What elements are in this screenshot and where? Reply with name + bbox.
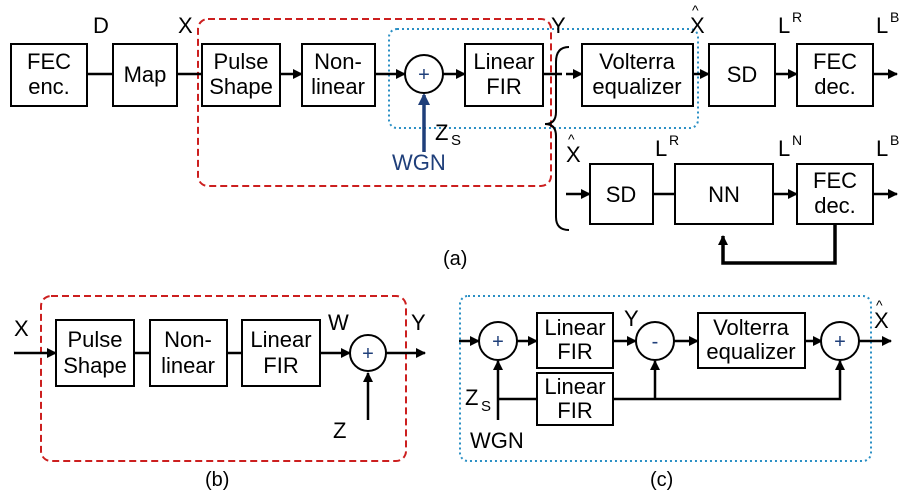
adder-a — [404, 54, 444, 94]
adder-c-output-plus: + — [834, 331, 846, 353]
signal-xhat-label-bottom: X — [566, 142, 581, 167]
adder-c-output — [820, 321, 860, 361]
nonlinear-label-2: linear — [311, 74, 365, 99]
hat-icon: ^ — [876, 297, 883, 313]
nonlinear-b-label-1: Non- — [164, 327, 212, 352]
linear-fir-label-2: FIR — [486, 74, 521, 99]
signal-y-label: Y — [551, 13, 566, 38]
wgn-label-c: WGN — [470, 428, 524, 453]
pulse-shape-b-label-2: Shape — [63, 353, 127, 378]
blue-dotted-region-a — [388, 28, 699, 129]
linear-fir-block-c-bottom — [536, 372, 614, 426]
sd-block-a-bottom — [589, 163, 654, 225]
fec-decoder-block-a-bottom — [796, 163, 874, 225]
nonlinear-label-1: Non- — [314, 49, 362, 74]
fec-encoder-label-1: FEC — [27, 49, 71, 74]
superscript-n: N — [792, 132, 802, 148]
adder-b-plus: + — [362, 343, 374, 365]
superscript-r-bottom: R — [669, 132, 679, 148]
fec-decoder-bottom-label-1: FEC — [813, 168, 857, 193]
split-brace-a — [544, 46, 570, 231]
fec-decoder-bottom-label-2: dec. — [814, 193, 856, 218]
caption-b: (b) — [205, 469, 229, 491]
adder-a-plus: + — [418, 64, 430, 86]
linear-fir-c-top-label-1: Linear — [544, 315, 605, 340]
volterra-c-label-1: Volterra — [713, 315, 790, 340]
signal-ln-label: L — [778, 136, 790, 161]
sd-block-a-top — [708, 43, 776, 107]
superscript-b-top: B — [890, 9, 899, 25]
signal-l-output-top: L — [876, 13, 888, 38]
caption-c: (c) — [650, 469, 673, 491]
volterra-label-2: equalizer — [592, 74, 681, 99]
linear-fir-block-b — [241, 319, 321, 387]
signal-l-label-bottom: L — [655, 136, 667, 161]
adder-c-input-plus: + — [492, 331, 504, 353]
superscript-b-bottom: B — [890, 132, 899, 148]
sd-label-top: SD — [727, 62, 758, 87]
nonlinear-block-b — [149, 319, 228, 387]
signal-l-label-top: L — [778, 13, 790, 38]
signal-xhat-label-c: X — [874, 308, 889, 333]
signal-x-label-b: X — [14, 316, 29, 341]
linear-fir-c-bottom-label-1: Linear — [544, 374, 605, 399]
signal-y-label-c: Y — [624, 306, 639, 331]
volterra-block-a — [581, 43, 694, 107]
adder-c-input — [478, 321, 518, 361]
nonlinear-b-label-2: linear — [161, 353, 215, 378]
linear-fir-c-bottom-label-2: FIR — [557, 398, 592, 423]
adder-b — [349, 334, 387, 372]
fec-encoder-label-2: enc. — [28, 74, 70, 99]
signal-z-label-b: Z — [333, 418, 346, 443]
subtractor-c — [635, 321, 675, 361]
red-dashed-region-a — [197, 18, 552, 187]
red-dashed-region-b — [40, 295, 407, 462]
linear-fir-label-1: Linear — [473, 49, 534, 74]
pulse-shape-label-1: Pulse — [213, 49, 268, 74]
signal-d-label: D — [93, 13, 109, 38]
signal-y-label-b: Y — [411, 310, 426, 335]
pulse-shape-block-b — [55, 319, 135, 387]
diagram-c: + Linear FIR - Volterra equalizer + Line… — [459, 295, 892, 491]
nonlinear-block-a — [301, 43, 376, 107]
pulse-shape-b-label-1: Pulse — [67, 327, 122, 352]
wgn-label-a: WGN — [392, 150, 446, 175]
signal-x-label: X — [178, 13, 193, 38]
pulse-shape-block-a — [201, 43, 281, 107]
blue-dotted-region-c — [459, 295, 872, 462]
fec-encoder-block-a — [10, 43, 88, 107]
subscript-s-c: S — [481, 398, 491, 415]
signal-zs-label: Z — [435, 120, 448, 145]
hat-icon: ^ — [692, 2, 699, 18]
volterra-block-c — [697, 312, 806, 369]
volterra-c-label-2: equalizer — [706, 339, 795, 364]
linear-fir-c-top-label-2: FIR — [557, 339, 592, 364]
linear-fir-b-label-2: FIR — [263, 353, 298, 378]
volterra-label-1: Volterra — [599, 49, 676, 74]
linear-fir-block-a — [464, 43, 544, 107]
caption-a: (a) — [443, 248, 467, 270]
signal-xhat-label-top: X — [690, 13, 705, 38]
linear-fir-block-c-top — [536, 312, 614, 369]
subtractor-c-minus: - — [652, 331, 659, 353]
fec-decoder-top-label-2: dec. — [814, 74, 856, 99]
signal-w-label: W — [328, 310, 349, 335]
sd-label-bottom: SD — [606, 182, 637, 207]
superscript-r-top: R — [792, 9, 802, 25]
diagram-a: FEC enc. Map Pulse Shape Non- linear + L… — [10, 2, 899, 270]
diagram-b: Pulse Shape Non- linear Linear FIR + X W… — [14, 295, 426, 491]
nn-block-a — [674, 163, 774, 225]
hat-icon: ^ — [568, 131, 575, 147]
signal-zs-label-c: Z — [465, 385, 478, 410]
fec-decoder-block-a-top — [796, 43, 874, 107]
signal-l-output-bottom: L — [876, 136, 888, 161]
subscript-s: S — [451, 132, 461, 149]
fec-decoder-top-label-1: FEC — [813, 49, 857, 74]
pulse-shape-label-2: Shape — [209, 74, 273, 99]
linear-fir-b-label-1: Linear — [250, 327, 311, 352]
nn-label: NN — [708, 182, 740, 207]
map-block-a — [112, 43, 178, 107]
map-label: Map — [124, 62, 167, 87]
